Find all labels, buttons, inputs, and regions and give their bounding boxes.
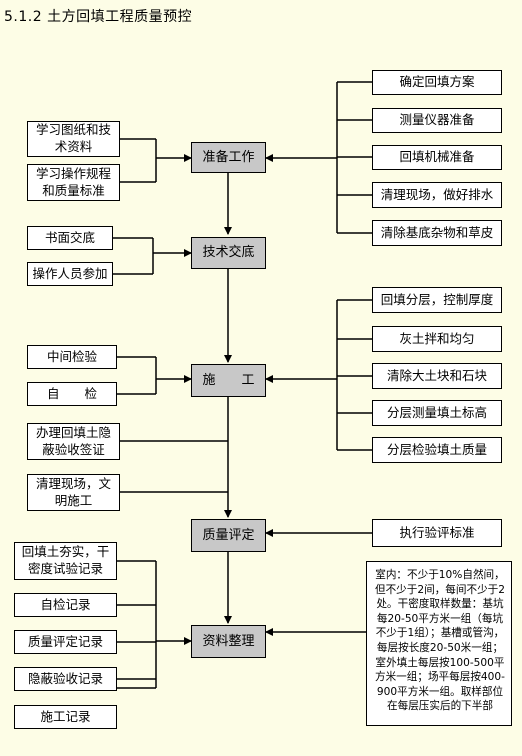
tech-briefing-node: 技术交底	[191, 237, 266, 269]
self-check-box: 自 检	[27, 382, 117, 406]
hidden-acceptance-record-box: 隐蔽验收记录	[14, 667, 117, 691]
sampling-note: 室内：不少于10%自然间，但不少于2间，每间不少于2处。干密度取样数量：基坑每2…	[366, 561, 512, 726]
drainage-box: 清理现场，做好排水	[372, 182, 502, 208]
hidden-acceptance-box: 办理回填土隐蔽验收签证	[27, 423, 120, 460]
lime-soil-mix-box: 灰土拌和均匀	[372, 326, 502, 352]
data-archive-node: 资料整理	[191, 625, 266, 658]
prep-work-node: 准备工作	[191, 142, 266, 173]
machinery-prep-box: 回填机械准备	[372, 145, 502, 170]
workers-attend-box: 操作人员参加	[27, 262, 113, 286]
page-title: 5.1.2 土方回填工程质量预控	[4, 9, 193, 25]
midway-check-box: 中间检验	[27, 345, 117, 369]
instrument-prep-box: 测量仪器准备	[372, 108, 502, 133]
construction-record-box: 施工记录	[14, 705, 117, 729]
clean-site-box: 清理现场，文明施工	[27, 474, 120, 511]
quality-eval-record-box: 质量评定记录	[14, 630, 117, 654]
density-record-box: 回填土夯实，干密度试验记录	[14, 542, 117, 580]
study-drawings-box: 学习图纸和技术资料	[27, 121, 120, 157]
written-briefing-box: 书面交底	[27, 226, 113, 250]
quality-eval-node: 质量评定	[191, 519, 266, 552]
eval-standard-box: 执行验评标准	[372, 519, 502, 547]
fill-plan-box: 确定回填方案	[372, 70, 502, 95]
debris-removal-box: 清除基底杂物和草皮	[372, 220, 502, 246]
self-check-record-box: 自检记录	[14, 593, 117, 617]
construction-node: 施 工	[191, 364, 266, 397]
remove-clods-box: 清除大土块和石块	[372, 363, 502, 389]
layer-thickness-box: 回填分层，控制厚度	[372, 287, 502, 313]
layer-elevation-box: 分层测量填土标高	[372, 400, 502, 426]
layer-quality-box: 分层检验填土质量	[372, 437, 502, 463]
study-rules-box: 学习操作规程和质量标准	[27, 164, 120, 201]
